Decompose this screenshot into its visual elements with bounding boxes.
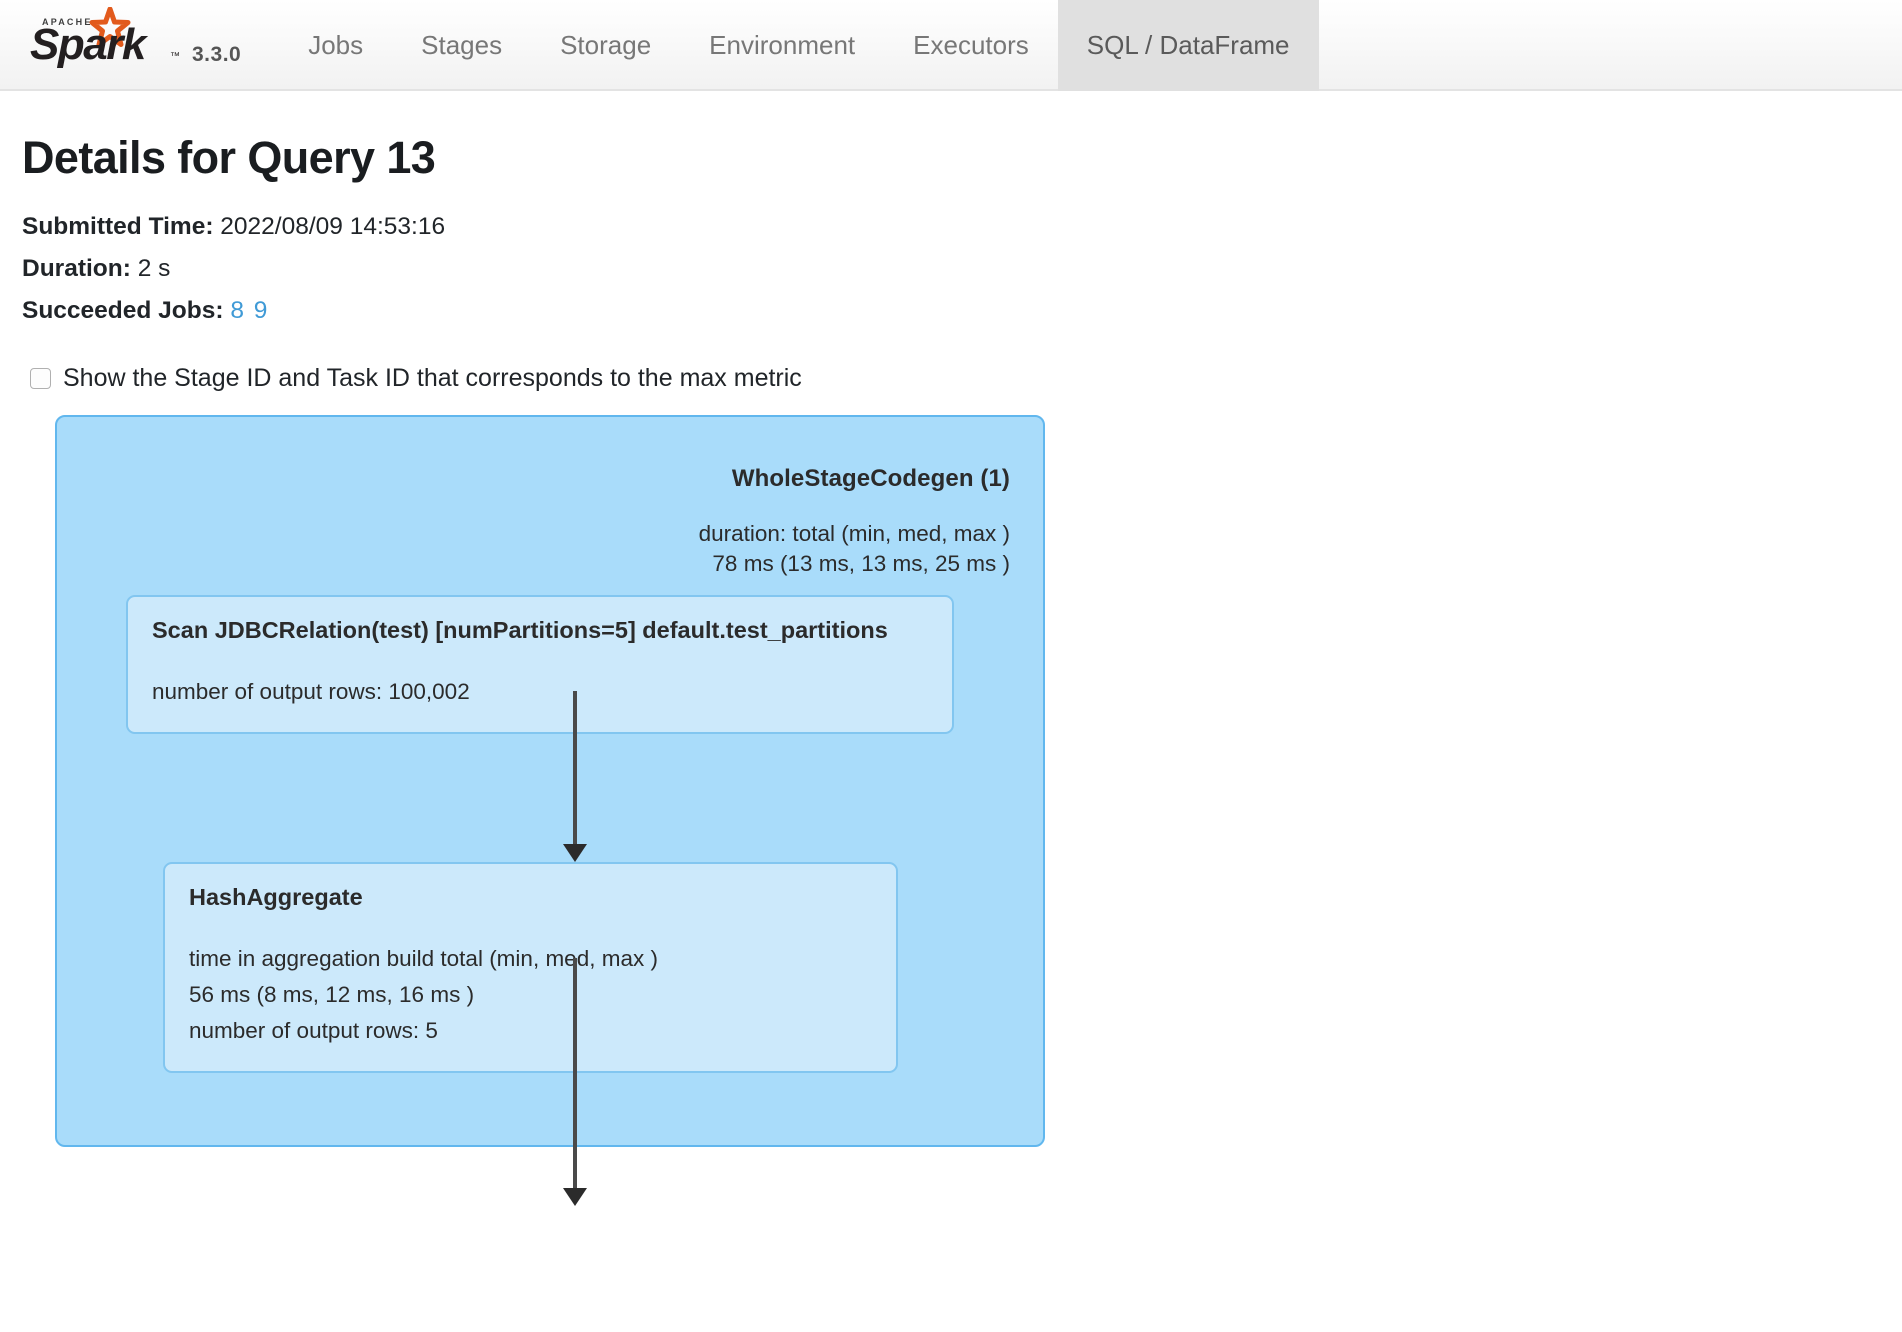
stage-title: WholeStageCodegen (1) <box>731 465 1010 492</box>
nav-tab-environment[interactable]: Environment <box>709 30 856 60</box>
submitted-time-row: Submitted Time: 2022/08/09 14:53:16 <box>22 206 1880 248</box>
sql-plan-graph: WholeStageCodegen (1) duration: total (m… <box>22 415 1880 1215</box>
succeeded-job-link-8[interactable]: 8 <box>230 297 244 324</box>
svg-text:™: ™ <box>170 51 180 62</box>
plan-node-scan[interactable]: Scan JDBCRelation(test) [numPartitions=5… <box>126 595 954 734</box>
page-content: Details for Query 13 Submitted Time: 202… <box>0 132 1902 1215</box>
duration-label: Duration: <box>22 255 131 282</box>
stage-metric-value: 78 ms (13 ms, 13 ms, 25 ms ) <box>712 551 1010 576</box>
nav-tab-stages[interactable]: Stages <box>421 30 503 60</box>
show-stage-task-row: Show the Stage ID and Task ID that corre… <box>22 364 1880 393</box>
plan-node-hashaggregate-metric-0: time in aggregation build total (min, me… <box>189 946 658 971</box>
plan-node-hashaggregate[interactable]: HashAggregate time in aggregation build … <box>163 862 898 1073</box>
show-stage-task-label: Show the Stage ID and Task ID that corre… <box>63 364 802 392</box>
stage-metrics: duration: total (min, med, max ) 78 ms (… <box>699 519 1010 579</box>
succeeded-jobs-label: Succeeded Jobs: <box>22 297 224 324</box>
brand-logo-link[interactable]: APACHE Spark ™ 3.3.0 <box>0 0 241 91</box>
page-title: Details for Query 13 <box>22 132 436 183</box>
nav-tabs: Jobs Stages Storage Environment Executor… <box>279 0 1319 91</box>
plan-node-hashaggregate-metric-2: number of output rows: 5 <box>189 1018 438 1043</box>
plan-node-scan-metric-0: number of output rows: 100,002 <box>152 679 470 704</box>
nav-tab-sql-dataframe[interactable]: SQL / DataFrame <box>1057 0 1319 91</box>
apache-spark-logo-icon: APACHE Spark ™ <box>30 7 180 69</box>
nav-tab-storage[interactable]: Storage <box>560 30 652 60</box>
top-navbar: APACHE Spark ™ 3.3.0 Jobs Stages Storage… <box>0 0 1902 91</box>
duration-value: 2 s <box>137 255 171 282</box>
submitted-time-value: 2022/08/09 14:53:16 <box>220 213 446 240</box>
plan-node-hashaggregate-metric-1: 56 ms (8 ms, 12 ms, 16 ms ) <box>189 982 475 1007</box>
stage-metric-header: duration: total (min, med, max ) <box>698 521 1010 546</box>
plan-node-scan-metrics: number of output rows: 100,002 <box>152 674 928 710</box>
nav-tab-executors[interactable]: Executors <box>913 30 1029 60</box>
plan-node-scan-title: Scan JDBCRelation(test) [numPartitions=5… <box>152 617 888 643</box>
duration-row: Duration: 2 s <box>22 248 1880 290</box>
query-metadata: Submitted Time: 2022/08/09 14:53:16 Dura… <box>22 206 1880 332</box>
succeeded-job-link-9[interactable]: 9 <box>253 297 268 324</box>
svg-text:APACHE: APACHE <box>42 17 93 27</box>
show-stage-task-checkbox[interactable] <box>30 368 51 389</box>
nav-tab-jobs[interactable]: Jobs <box>308 30 364 60</box>
submitted-time-label: Submitted Time: <box>22 213 214 240</box>
plan-node-hashaggregate-title: HashAggregate <box>189 884 363 910</box>
plan-node-hashaggregate-metrics: time in aggregation build total (min, me… <box>189 941 872 1049</box>
succeeded-jobs-row: Succeeded Jobs: 8 9 <box>22 290 1880 332</box>
spark-version-label: 3.3.0 <box>192 43 242 66</box>
svg-text:Spark: Spark <box>30 20 149 69</box>
stage-header: WholeStageCodegen (1) duration: total (m… <box>699 465 1010 579</box>
